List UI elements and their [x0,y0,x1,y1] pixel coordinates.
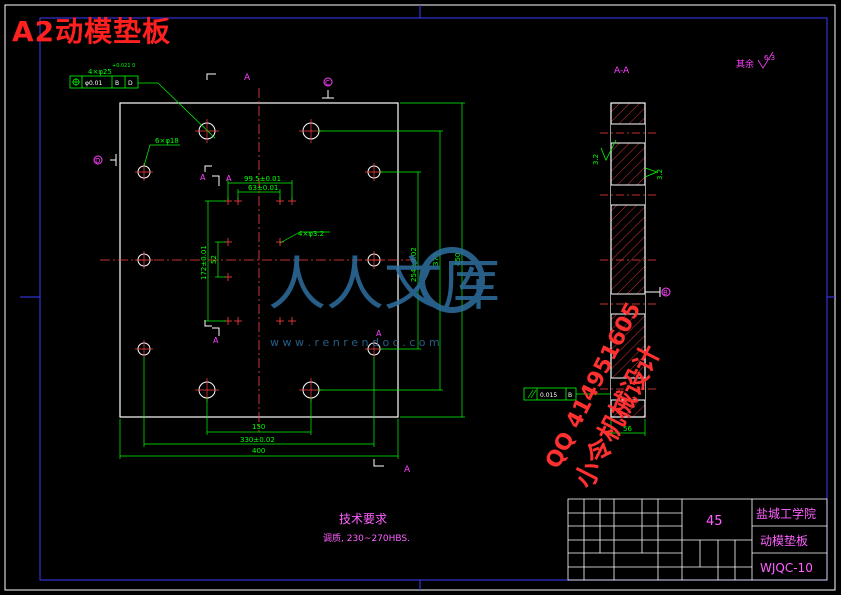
section-a-mid2: A [226,174,232,183]
section-a-mid3: A [213,336,219,345]
note-hole-big: 6×φ18 [155,137,179,145]
roughness-left: 3.2 [592,154,600,165]
inner-frame [39,17,828,581]
front-view: C D A A A A A A 99.5±0.01 63±0.01 150 33… [69,63,465,475]
dim-450: 450 [454,253,462,266]
dim-56: 56 [623,425,632,433]
dim-330: 330±0.02 [240,436,275,444]
tech-req-line: 调质, 230~270HBS. [323,532,410,544]
frame-tol: φ0.01 [85,80,103,87]
section-a-mid4: A [376,329,382,338]
datum-b: B [663,289,668,297]
parallelism-frame: 0.015 B [523,387,611,401]
title-block-material: 45 [706,514,723,529]
section-view: A-A 56 B 0.015 B 3.2 3.2 [523,66,671,436]
note-hole-small: 4×φ3.2 [298,230,324,238]
note-hole-main: 4×φ25 [88,68,112,76]
watermark-url: w w w . r e n r e n d o c . c o m [270,336,440,349]
title-block-school: 盐城工学院 [756,506,816,521]
dim-52: 52 [210,255,218,264]
label-d: D [95,157,100,165]
dim-375: 375 [432,253,440,266]
dim-400: 400 [252,447,265,455]
roughness-rest-value: 6.3 [764,54,775,62]
dim-63: 63±0.01 [248,184,278,192]
frame-datum-d: D [128,80,133,87]
watermark-logo: 人人文库 w w w . r e n r e n d o c . c o m [268,247,500,349]
title-block-code: WJQC-10 [760,561,813,575]
note-hole-main-tol: +0.021 0 [112,63,135,69]
frame-datum-b: B [115,80,119,87]
title-block-part: 动模垫板 [760,533,808,548]
dim-150: 150 [252,423,265,431]
roughness-rest-label: 其余 [736,58,754,70]
section-a-top: A [244,73,251,83]
label-c: C [325,79,330,87]
section-title: A-A [614,66,630,76]
tech-req-title: 技术要求 [339,512,387,526]
dim-254: 254±0.02 [410,247,418,282]
parallel-datum: B [568,392,572,399]
section-a-bottom: A [404,465,411,475]
position-tolerance-frame: φ0.01 B D [69,75,139,89]
drawing-title: A2动模垫板 [12,15,172,48]
dim-172: 172±0.01 [200,245,208,280]
section-a-mid1: A [200,173,206,182]
roughness-right: 3.2 [656,169,664,180]
title-block [567,498,828,581]
watermark-text: 人人文库 [268,250,500,318]
parallel-value: 0.015 [540,392,557,399]
dim-995: 99.5±0.01 [244,175,281,183]
